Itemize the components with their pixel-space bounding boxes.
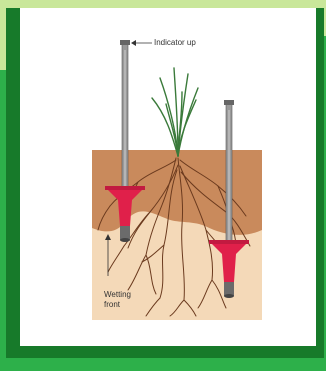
right-porous-tip	[224, 282, 234, 296]
indicator-up-label: Indicator up	[154, 38, 196, 47]
grass-plant	[152, 68, 198, 156]
left-porous-tip	[120, 226, 130, 240]
wetting-front-label-line1: Wetting	[104, 290, 131, 299]
wetting-front-label-line2: front	[104, 300, 120, 309]
left-indicator-cap	[120, 40, 130, 45]
